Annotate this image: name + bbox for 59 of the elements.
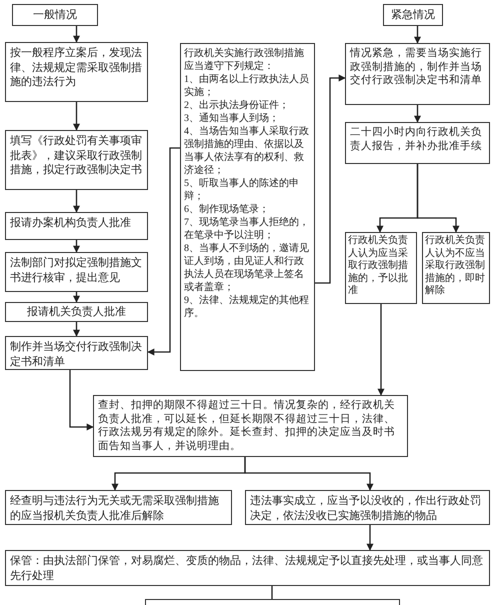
empty-box bbox=[145, 599, 400, 605]
process-box bbox=[12, 4, 98, 26]
process-box bbox=[93, 395, 408, 457]
rule-item: 2、出示执法身份证件； bbox=[184, 99, 290, 112]
arrow bbox=[244, 457, 374, 491]
box-text: 二十四小时内向行政机关负责人报告，并补办批准手续 bbox=[350, 127, 482, 152]
rule-item: 6、制作现场笔录； bbox=[184, 203, 270, 216]
arrow bbox=[315, 74, 346, 284]
box-text: 填写《行政处罚有关事项审批表》，建议采取行政强制措施，拟定行政强制决定书 bbox=[10, 135, 142, 176]
box-text: 保管：由执法部门保管，对易腐烂、变质的物品，法律、法规规定予以直接先处理，或当事人同意先行处理 bbox=[10, 555, 483, 582]
heading-text: 行政机关实施行政强制措施应当遵守下列规定： bbox=[184, 47, 305, 73]
box-text: 制作并当场交付行政强制决定书和清单 bbox=[10, 341, 142, 368]
arrow bbox=[73, 102, 80, 131]
process-box bbox=[245, 490, 490, 525]
process-box bbox=[5, 302, 148, 322]
process-box bbox=[5, 42, 148, 102]
process-box bbox=[180, 43, 315, 371]
process-box bbox=[5, 490, 232, 525]
rule-item: 4、当场告知当事人采取行政强制措施的理由、依据以及当事人依法享有的权利、救济途径； bbox=[184, 125, 310, 177]
arrow bbox=[73, 292, 80, 303]
box-text: 报请机关负责人批准 bbox=[27, 304, 126, 320]
rule-item: 1、由两名以上行政执法人员实施； bbox=[184, 73, 310, 99]
process-box bbox=[383, 4, 443, 26]
box-text: 情况紧急，需要当场实施行政强制措施的，制作并当场交付行政强制决定书和清单 bbox=[350, 48, 482, 86]
process-box bbox=[5, 212, 148, 240]
rule-item: 3、通知当事人到场； bbox=[184, 112, 280, 125]
box-text: 一般情况 bbox=[33, 8, 77, 22]
process-box bbox=[5, 336, 148, 370]
box-text: 法制部门对拟定强制措施文书进行核审，提出意见 bbox=[10, 257, 142, 284]
process-box bbox=[345, 232, 417, 304]
arrow bbox=[414, 26, 421, 44]
rule-item: 7、现场笔录当事人拒绝的，在笔录中予以注明； bbox=[184, 216, 310, 242]
rule-item: 9、法律、法规规定的其他程序。 bbox=[184, 294, 310, 320]
process-box bbox=[5, 252, 148, 292]
arrow bbox=[73, 240, 80, 253]
arrow bbox=[414, 105, 421, 123]
box-text: 行政机关负责人认为应当采取行政强制措施的，予以批准 bbox=[348, 235, 408, 296]
arrow bbox=[366, 525, 374, 551]
box-text: 报请办案机构负责人批准 bbox=[10, 217, 131, 229]
box-text: 查封、扣押的期限不得超过三十日。情况复杂的，经行政机关负责人批准，可以延长，但延长期限不得超过三十日，法律、行政法规另有规定的除外。延长查封、扣押的决定应当及时书面告知当事人，并说明理由。 bbox=[98, 400, 395, 452]
process-box bbox=[422, 232, 490, 304]
box-text: 紧急情况 bbox=[391, 8, 435, 22]
box-text: 经查明与违法行为无关或无需采取强制措施的应当报机关负责人批准后解除 bbox=[10, 495, 219, 522]
arrow bbox=[378, 304, 384, 396]
arrow bbox=[73, 190, 80, 213]
box-text: 违法事实成立，应当予以没收的，作出行政处罚决定，依法没收已实施强制措施的物品 bbox=[250, 495, 481, 522]
rule-item: 8、当事人不到场的，邀请见证人到场，由见证人和行政执法人员在现场笔录上签名或者盖章； bbox=[184, 242, 310, 294]
box-text: 行政机关负责人认为不应当采取行政强制措施的，即时解除 bbox=[425, 235, 485, 296]
rule-item: 5、听取当事人的陈述的申辩； bbox=[184, 177, 300, 203]
arrow bbox=[69, 370, 94, 430]
process-box bbox=[345, 122, 490, 164]
arrow bbox=[73, 322, 80, 337]
process-box bbox=[5, 550, 490, 586]
box-text: 按一般程序立案后，发现法律、法规规定需采取强制措施的违法行为 bbox=[10, 47, 142, 88]
arrow bbox=[147, 147, 180, 356]
arrow bbox=[73, 26, 80, 43]
process-box bbox=[5, 130, 148, 190]
process-box bbox=[345, 43, 490, 105]
arrow bbox=[416, 164, 460, 233]
